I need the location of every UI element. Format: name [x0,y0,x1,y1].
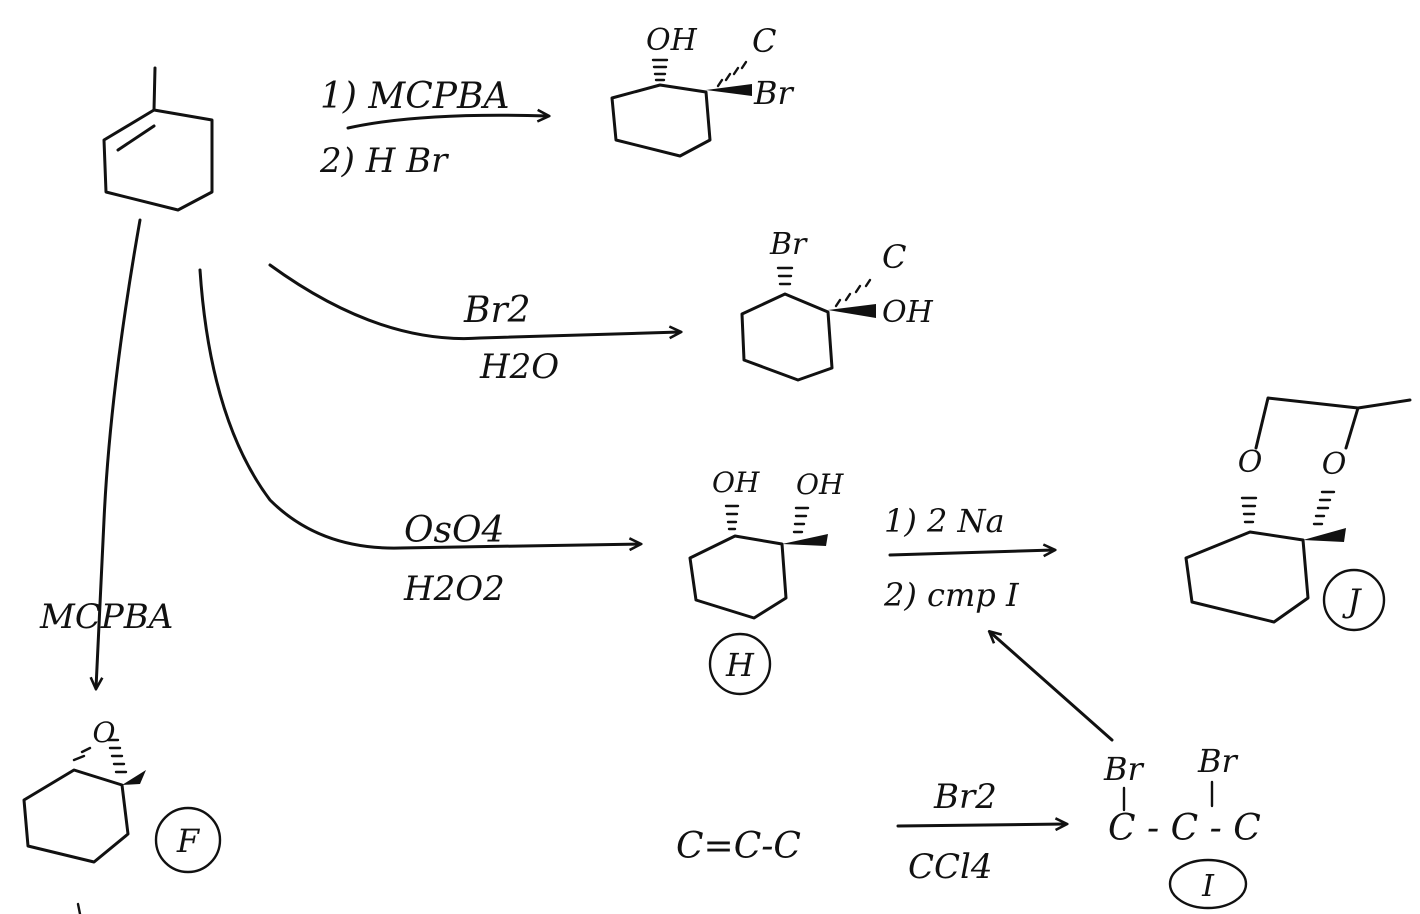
oh-label-2: OH [882,295,934,330]
o-label-f: O [93,716,116,749]
reagent-mcpba: MCPBA [39,597,173,637]
arrow-br2-h2o [268,263,680,341]
reagent-2na: 1) 2 Na [884,502,1005,540]
o-label-j1: O [1238,445,1263,480]
c-label-2: C [882,238,906,276]
methylcyclohexene [102,66,214,212]
br-label-2: Br [769,227,808,262]
arrow-mcpba-hbr [346,115,548,130]
reaction-bromination: C=C-C Br2 CCl4 [676,777,1066,887]
hashed-bond-epoxide-2 [106,738,128,774]
reagent-hbr-2: 2) H Br [319,141,449,181]
arrow-mcpba [96,218,142,688]
compound-h: OH OH H [688,466,844,696]
solvent-h2o: H2O [479,347,559,387]
circle-i [1168,858,1248,910]
wedge-bond-j [1303,528,1346,542]
reaction-br2-h2o: Br2 H2O [268,263,680,387]
label-f: F [176,822,201,860]
arrow-bromination [896,824,1066,826]
o-label-j2: O [1322,447,1347,482]
label-j: J [1342,582,1363,620]
br-label-i1: Br [1103,750,1145,788]
reagent-oso4: OsO4 [404,510,504,551]
wedge-bond-f [122,770,146,785]
compound-i: Br Br C - C - C I [1103,742,1261,910]
br-label: Br [753,74,795,112]
reagent-mcpba-1: 1) MCPBA [320,76,509,117]
hashed-bond-o-j2 [1312,490,1336,526]
hashed-bond-methyl-2 [834,278,872,308]
hashed-bond-o-j1 [1240,496,1258,524]
product-bromohydrin-1: OH C Br [610,22,795,158]
label-h: H [725,646,755,684]
solvent-ccl4: CCl4 [908,847,993,887]
hashed-bond-epoxide-1 [72,746,92,762]
hashed-bond-br [776,266,794,286]
reagent-br2-bromination: Br2 [933,777,997,817]
circle-h [708,632,772,696]
reaction-mcpba-hbr: 1) MCPBA 2) H Br [319,76,548,181]
oh-label-h2: OH [796,468,844,501]
circle-f [154,806,222,874]
wedge-bond-oh [828,304,876,318]
hashed-bond-methyl [716,60,748,88]
br-label-i2: Br [1197,742,1239,780]
hashed-bond-oh-h1 [724,504,740,531]
arrow-from-i [990,632,1114,742]
reaction-oso4: OsO4 H2O2 [198,268,640,609]
label-i: I [1201,869,1215,904]
hashed-bond-oh [651,58,669,82]
oh-label: OH [646,23,698,58]
compound-j: O O J [1184,396,1412,632]
circle-j [1322,568,1386,632]
compound-f: O F [22,716,222,914]
ether-bridge [1254,396,1412,450]
arrow-na-cmp [888,550,1054,555]
reaction-na-cmp: 1) 2 Na 2) cmp I [883,502,1114,742]
c-label: C [752,22,776,60]
reaction-mcpba: MCPBA [39,218,173,688]
reagent-br2: Br2 [463,290,531,331]
dibromide-formula: C - C - C [1108,808,1261,849]
wedge-bond-h [782,534,828,546]
propene-formula: C=C-C [676,826,801,867]
reagent-h2o2: H2O2 [403,569,505,609]
wedge-bond-br [706,84,752,96]
arrow-oso4 [198,268,640,548]
reagent-cmp-i: 2) cmp I [883,576,1020,614]
hashed-bond-oh-h2 [792,506,810,534]
product-bromohydrin-2: Br C OH [740,227,934,382]
oh-label-h1: OH [712,466,760,499]
